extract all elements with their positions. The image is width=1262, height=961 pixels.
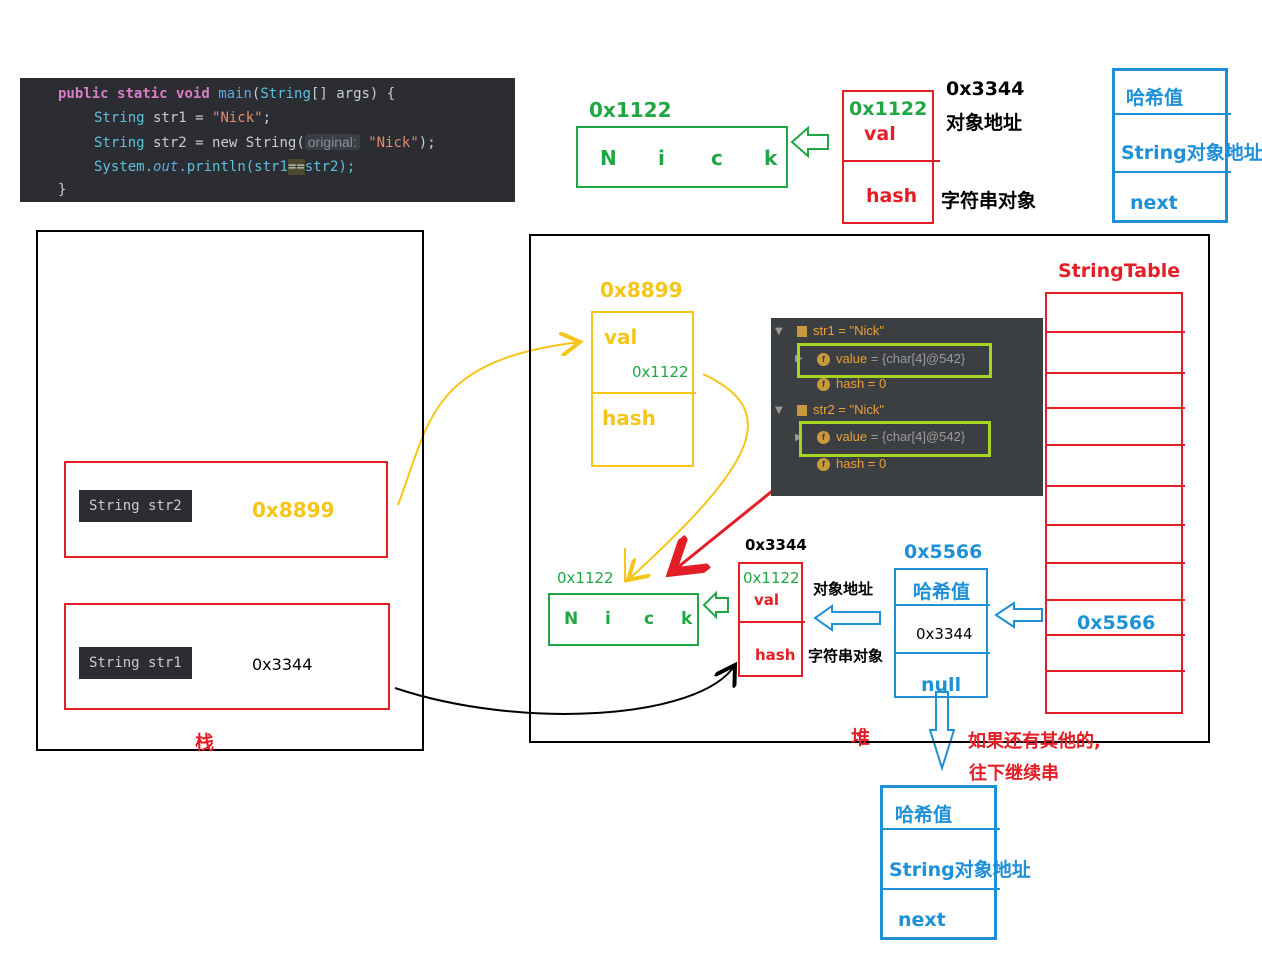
expand-value2-icon[interactable]: ▶ — [795, 432, 803, 443]
bottom-entry-hash: 哈希值 — [895, 804, 953, 826]
expand-str2-icon[interactable]: ▼ — [775, 405, 783, 416]
arrow-top-obj-to-chars — [790, 125, 829, 159]
arrow-entry-down — [928, 691, 956, 772]
str2-variable-chip: String str2 — [79, 490, 192, 522]
code-line-4: System.out.println(str1==str2); — [94, 159, 356, 175]
top-table-entry: 哈希值 String对象地址 next — [1112, 68, 1262, 223]
string-table-title: StringTable — [1058, 260, 1181, 282]
obj8899: val 0x1122 hash — [591, 311, 696, 467]
stack-region — [36, 230, 424, 751]
variable-icon — [797, 405, 807, 417]
heap-char-1: i — [605, 609, 611, 629]
variable-icon — [797, 326, 807, 338]
entry5566-object: 0x3344 — [916, 625, 973, 643]
top-string-object-label: 字符串对象 — [941, 190, 1037, 212]
dbg-str1-row[interactable]: str1 = "Nick" — [797, 323, 884, 338]
stack-slot-str2: String str2 0x8899 — [64, 461, 388, 558]
heap-region — [529, 234, 1210, 743]
highlight-str2-value — [799, 421, 991, 457]
top-entry-address: String对象地址 — [1121, 142, 1262, 164]
bottom-entry-address: String对象地址 — [889, 859, 1031, 881]
heap-label: 堆 — [851, 727, 871, 749]
obj8899-address: 0x8899 — [600, 278, 683, 302]
top-object-hash: hash — [866, 185, 918, 207]
arrow-heap-obj-to-chars — [702, 590, 729, 620]
string-table: 0x5566 — [1045, 292, 1185, 714]
top-char-array: N i c k — [576, 126, 788, 188]
arrow-str1-to-obj3344 — [394, 665, 735, 715]
top-object-address-label: 对象地址 — [946, 112, 1023, 134]
top-entry-hash: 哈希值 — [1126, 87, 1184, 109]
top-entry-next: next — [1130, 192, 1178, 214]
top-chars-address: 0x1122 — [589, 98, 672, 122]
dbg-str2-row[interactable]: str2 = "Nick" — [797, 402, 884, 417]
obj8899-val-address: 0x1122 — [632, 363, 689, 381]
heap-char-3: k — [681, 609, 693, 629]
stack-slot-str1: String str1 0x3344 — [64, 603, 390, 710]
str2-value: 0x8899 — [252, 498, 335, 522]
top-string-object: 0x1122 val hash — [842, 90, 940, 224]
obj8899-hash: hash — [602, 406, 656, 430]
continue-note-1: 如果还有其他的, — [968, 731, 1101, 752]
obj8899-val: val — [604, 325, 638, 349]
heap-object-address-label: 对象地址 — [813, 580, 874, 598]
top-object-val-address: 0x1122 — [849, 98, 928, 120]
field-icon: f — [817, 431, 830, 445]
top-object-val: val — [864, 123, 896, 145]
entry5566-next: null — [921, 674, 962, 696]
highlight-str1-value — [797, 343, 992, 378]
str1-value: 0x3344 — [252, 655, 313, 674]
bottom-table-entry: 哈希值 String对象地址 next — [880, 785, 1031, 940]
obj3344-hash: hash — [755, 646, 796, 664]
code-line-1: public static void main(String[] args) { — [58, 86, 396, 102]
obj3344: 0x1122 val hash — [738, 562, 805, 677]
str1-variable-chip: String str1 — [79, 647, 192, 679]
top-object-address: 0x3344 — [946, 78, 1025, 100]
obj3344-address: 0x3344 — [745, 536, 807, 554]
field-icon: f — [817, 458, 830, 472]
expand-str1-icon[interactable]: ▼ — [775, 326, 783, 337]
obj3344-val-address: 0x1122 — [743, 569, 800, 587]
entry5566-hash: 哈希值 — [913, 581, 971, 603]
field-icon: f — [817, 353, 830, 367]
code-line-5: } — [58, 182, 67, 198]
continue-note-2: 往下继续串 — [969, 763, 1059, 784]
stack-label: 栈 — [195, 732, 215, 754]
top-char-0: N — [600, 146, 617, 170]
arrow-entry-to-obj3344 — [813, 604, 881, 632]
arrow-table-to-entry — [994, 601, 1043, 629]
entry5566: 哈希值 0x3344 null — [894, 568, 990, 698]
heap-chars-address: 0x1122 — [557, 569, 614, 587]
heap-char-0: N — [564, 609, 579, 629]
heap-char-array: N i c k — [548, 593, 699, 646]
top-char-2: c — [711, 146, 723, 170]
top-char-1: i — [658, 146, 665, 170]
field-icon: f — [817, 378, 830, 392]
parameter-hint: original: — [304, 134, 360, 150]
heap-char-2: c — [644, 609, 655, 629]
top-object-divider — [844, 160, 940, 162]
bottom-entry-next: next — [898, 909, 946, 931]
code-line-3: String str2 = new String(original: "Nick… — [94, 134, 436, 151]
heap-string-object-label: 字符串对象 — [808, 647, 884, 665]
entry5566-address: 0x5566 — [904, 541, 983, 563]
obj3344-val: val — [754, 591, 780, 609]
code-panel: public static void main(String[] args) {… — [20, 78, 515, 202]
code-line-2: String str1 = "Nick"; — [94, 110, 272, 126]
top-char-3: k — [764, 146, 778, 170]
string-table-slot: 0x5566 — [1077, 612, 1156, 634]
